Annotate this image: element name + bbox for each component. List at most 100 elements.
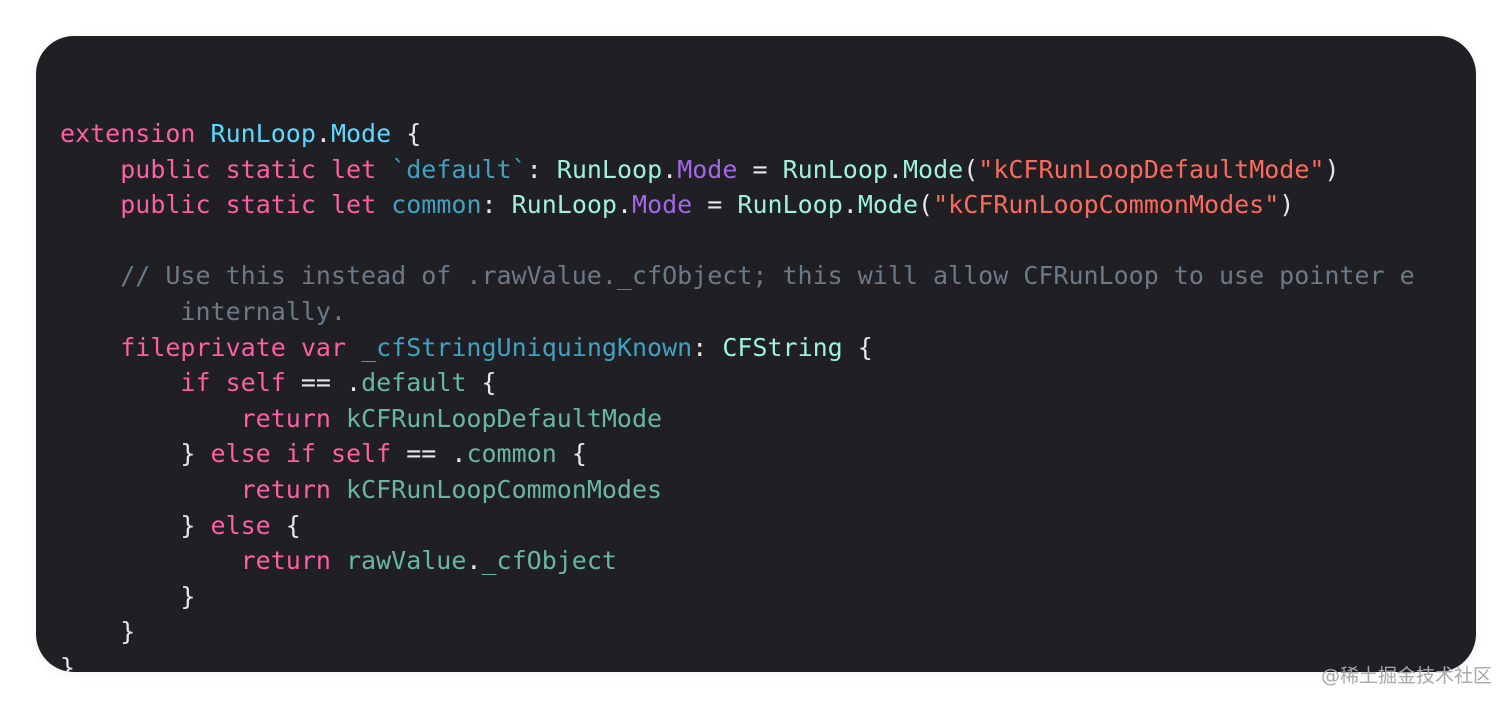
- code-token: [60, 475, 241, 504]
- code-token: kCFRunLoopCommonModes: [346, 474, 663, 504]
- code-token: ): [1279, 190, 1295, 220]
- code-token: return: [240, 546, 331, 576]
- code-token: self: [330, 439, 392, 469]
- code-line: } else {: [60, 508, 1415, 544]
- code-token: public: [120, 190, 211, 220]
- code-token: Mode: [632, 190, 693, 220]
- code-token: }: [60, 617, 136, 647]
- code-token: return: [240, 403, 331, 433]
- code-line: [60, 223, 1415, 259]
- code-token: :: [526, 154, 557, 184]
- code-token: rawValue: [346, 546, 467, 576]
- code-token: Mode: [677, 154, 738, 184]
- code-line: // Use this instead of .rawValue._cfObje…: [60, 258, 1415, 294]
- code-token: RunLoop: [782, 154, 888, 184]
- code-token: .: [466, 546, 482, 576]
- code-token: [60, 155, 120, 184]
- code-token: [316, 155, 331, 184]
- code-token: [286, 333, 301, 362]
- code-token: [60, 546, 241, 575]
- code-token: [211, 368, 226, 397]
- code-token: "kCFRunLoopCommonModes": [933, 190, 1280, 220]
- code-token: _cfObject: [481, 546, 617, 576]
- code-token: "kCFRunLoopDefaultMode": [978, 154, 1325, 184]
- code-token: default: [361, 368, 467, 398]
- code-token: [60, 261, 120, 290]
- code-line: extension RunLoop.Mode {: [60, 116, 1415, 152]
- code-line: }: [60, 650, 1415, 672]
- code-token: [60, 368, 180, 397]
- code-token: // Use this instead of .rawValue._cfObje…: [120, 261, 1415, 291]
- code-token: {: [556, 439, 587, 469]
- code-token: common: [391, 190, 482, 220]
- code-token: {: [466, 368, 497, 398]
- code-token: return: [240, 474, 331, 504]
- code-token: let: [330, 154, 377, 184]
- code-line: } else if self == .common {: [60, 436, 1415, 472]
- code-line: }: [60, 579, 1415, 615]
- code-token: == .: [285, 368, 362, 398]
- code-token: [211, 190, 226, 219]
- code-token: [271, 439, 286, 468]
- code-token: extension: [60, 119, 196, 148]
- code-token: [211, 155, 226, 184]
- code-line: return kCFRunLoopDefaultMode: [60, 401, 1415, 437]
- watermark-label: @稀土掘金技术社区: [1320, 665, 1492, 687]
- code-line: internally.: [60, 294, 1415, 330]
- code-token: {: [270, 510, 301, 540]
- code-token: }: [60, 439, 211, 469]
- code-token: else: [210, 439, 271, 469]
- code-token: [316, 439, 331, 468]
- code-token: CFString: [722, 332, 843, 362]
- code-token: (: [963, 154, 979, 184]
- code-token: else: [210, 510, 271, 540]
- code-token: .: [315, 119, 331, 148]
- code-token: if: [180, 368, 211, 398]
- code-token: .: [887, 154, 903, 184]
- code-token: let: [330, 190, 377, 220]
- code-token: _cfStringUniquingKnown: [361, 332, 693, 362]
- code-token: :: [692, 332, 723, 362]
- code-token: }: [60, 581, 196, 611]
- code-token: [376, 190, 391, 219]
- code-token: :: [481, 190, 512, 220]
- code-token: RunLoop: [556, 154, 663, 184]
- code-token: [376, 155, 391, 184]
- code-token: fileprivate: [120, 332, 286, 362]
- code-token: [331, 475, 346, 504]
- code-line: }: [60, 614, 1415, 650]
- code-token: (: [918, 190, 934, 220]
- code-token: RunLoop: [511, 190, 617, 220]
- code-token: `default`: [391, 154, 527, 184]
- code-token: Mode: [857, 190, 919, 220]
- code-token: [60, 333, 120, 362]
- code-token: if: [285, 439, 316, 469]
- code-token: self: [225, 368, 286, 398]
- code-token: [331, 546, 346, 575]
- code-token: static: [225, 190, 316, 220]
- code-token: public: [120, 154, 211, 184]
- code-token: {: [391, 119, 422, 148]
- code-token: [331, 404, 346, 433]
- swift-code-block: extension RunLoop.Mode { public static l…: [60, 116, 1415, 672]
- code-token: internally.: [180, 296, 346, 326]
- code-token: .: [842, 190, 858, 220]
- code-token: {: [842, 332, 873, 362]
- code-token: == .: [391, 439, 467, 469]
- code-editor-window: extension RunLoop.Mode { public static l…: [36, 36, 1476, 672]
- code-token: static: [225, 154, 316, 184]
- code-token: RunLoop: [737, 190, 843, 220]
- code-token: [316, 190, 331, 219]
- code-token: Mode: [902, 154, 964, 184]
- code-line: fileprivate var _cfStringUniquingKnown: …: [60, 330, 1415, 366]
- code-line: return kCFRunLoopCommonModes: [60, 472, 1415, 508]
- code-token: common: [466, 439, 557, 469]
- code-line: if self == .default {: [60, 365, 1415, 401]
- code-token: [346, 333, 361, 362]
- code-line: public static let common: RunLoop.Mode =…: [60, 187, 1415, 223]
- code-token: =: [737, 154, 783, 184]
- code-token: }: [60, 510, 211, 540]
- code-token: [195, 119, 210, 148]
- code-line: public static let `default`: RunLoop.Mod…: [60, 152, 1415, 188]
